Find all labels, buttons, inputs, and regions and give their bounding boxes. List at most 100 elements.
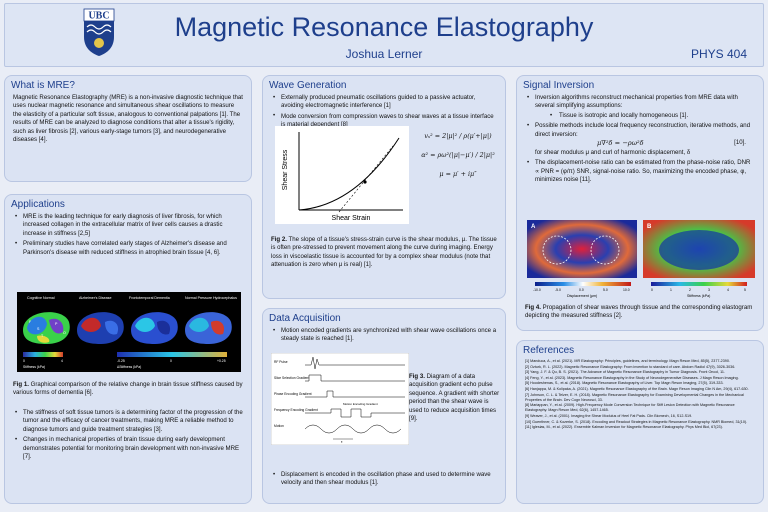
application-bullet: Changes in mechanical properties of brai… [13,436,244,461]
stiff-tick: 0 [651,288,653,292]
figure-1-caption: Fig 1. Graphical comparison of the relat… [13,381,243,397]
stress-strain-chart: Shear Stress Shear Strain [275,126,409,224]
poster-header: UBC Magnetic Resonance Elastography Josh… [4,3,764,67]
panel-letter: B [647,224,652,230]
colorbar-tick: 0 [170,359,172,363]
inversion-bullet: Possible methods include local frequency… [525,122,756,157]
application-bullet: Preliminary studies have correlated earl… [13,240,244,257]
reference-item: [11] Iglesias, M., et al. (2022). Ensemb… [525,425,723,430]
tau-label: τ [341,439,343,444]
y-axis-label: Shear Stress [282,149,289,190]
seq-label: Phase Encoding Gradient [274,392,312,396]
figure-3-caption: Fig 3. Diagram of a data acquisition gra… [409,373,500,423]
region-letter: F [29,320,32,324]
seq-label: RF Pulse [274,360,288,364]
disp-tick: 10.0 [623,288,630,292]
figure-2-caption: Fig 2. The slope of a tissue's stress-st… [271,236,497,269]
reference-item: [5] Hoodeshenas, S., et al. (2018). Magn… [525,381,724,386]
stress-strain-curve [298,137,400,211]
section-heading: References [523,345,575,356]
equation-ref: [10]. [734,139,746,147]
figure-4-caption: Fig 4. Propagation of shear waves throug… [525,304,753,320]
reference-item: [9] Weaver, J., et al. (2001). Imaging t… [525,414,693,419]
stiff-tick: 3 [708,288,710,292]
acquisition-bullet: Motion encoded gradients are synchronize… [271,327,498,344]
figure-label: Normal Pressure Hydrocephalus [185,296,237,300]
what-is-mre-panel: What is MRE? Magnetic Resonance Elastogr… [4,75,252,182]
reference-item: [2] Ozturk, R. L. (2022). Magnetic Reson… [525,364,736,369]
signal-inversion-panel: Signal Inversion Inversion algorithms re… [516,75,764,331]
operating-point [363,180,367,184]
colorbar-tick: 0 [23,359,25,363]
disp-tick: -10.0 [533,288,541,292]
velocity-equation: vₛ² = 2|μ|² / ρ(μ′+|μ|) [424,132,492,140]
colorbar-label: ΔStiffness (kPa) [117,365,141,369]
poster-title: Magnetic Resonance Elastography [174,12,594,42]
wave-equations: vₛ² = 2|μ|² / ρ(μ′+|μ|) α² = ρω²(|μ|−μ′)… [413,132,503,189]
application-bullet: The stiffness of soft tissue tumors is a… [13,408,244,434]
wave-generation-panel: Wave Generation Externally produced pneu… [262,75,506,299]
reference-item: [6] Hanjappa, M. & Kolipaka, A. (2021). … [525,387,749,392]
section-heading: Data Acquisition [269,313,341,324]
poster-author: Joshua Lerner [345,47,423,61]
acquisition-bullet: Displacement is encoded in the oscillati… [271,471,498,488]
inversion-bullet: Inversion algorithms reconstruct mechani… [525,93,756,121]
mre-description: Magnetic Resonance Elastography (MRE) is… [13,94,243,144]
wave-bullet: Externally produced pneumatic oscillatio… [271,94,498,111]
data-acquisition-panel: Data Acquisition Motion encoded gradient… [262,308,506,504]
rf-trace [305,356,405,370]
section-heading: Signal Inversion [523,80,595,91]
stiff-label: Stiffness (kPa) [687,294,710,298]
panel-letter: A [531,224,536,230]
x-axis-label: Shear Strain [332,215,371,222]
disp-tick: 5.0 [603,288,608,292]
reference-item: [7] Johnson, C. L. & Telzer, E. H. (2018… [525,392,744,402]
section-heading: Wave Generation [269,80,347,91]
stiff-tick: 4 [727,288,729,292]
reference-item: [1] Manduca, A., et al. (2021). MR Elast… [525,359,730,363]
references-list: [1] Manduca, A., et al. (2021). MR Elast… [517,357,763,430]
motion-trace [304,424,402,434]
frequency-trace [305,408,405,418]
reference-item: [4] Feng, Y., et al. (2023). Magnetic Re… [525,375,739,380]
section-heading: What is MRE? [11,80,75,91]
seq-annotation: Motion Encoding Gradient [343,402,378,406]
applications-panel: Applications MRE is the leading techniqu… [4,194,252,504]
modulus-equation: μ = μ′ + iμ″ [439,170,477,178]
reference-item: [3] Yang, J. F. & Qu, B. S. (2021). The … [525,370,725,375]
colorbar-label: Stiffness (kPa) [23,365,45,369]
phase-trace [305,390,405,398]
elastogram-figure: A B -10.0 -5.0 0.0 5.0 10.0 Displacement… [527,220,755,298]
figure-label: Frontotemporal Dementia [129,296,170,300]
reference-item: [10] Guenthner, C. & Kozerke, S. (2018).… [525,419,748,424]
application-bullet: MRE is the leading technique for early d… [13,212,244,238]
stiff-tick: 1 [670,288,672,292]
inversion-sub-bullet: Tissue is isotropic and locally homogene… [535,112,756,121]
disp-tick: -5.0 [555,288,561,292]
stiff-tick: 2 [689,288,691,292]
region-letter: P [55,322,58,326]
inversion-equation: μ∇²δ = −ρω²δ [597,139,644,148]
ubc-logo-icon: UBC [83,8,115,56]
section-heading: Applications [11,199,65,210]
svg-text:UBC: UBC [88,11,109,22]
seq-label: Frequency Encoding Gradient [274,408,318,412]
attenuation-equation: α² = ρω²(|μ|−μ′) / 2|μ|² [421,151,495,159]
reference-item: [8] Mariappan, Y., et al. (2009). High-F… [525,403,735,413]
colorbar-tick: 4 [61,359,63,363]
figure-label: Cognitive Normal [27,296,55,300]
course-code: PHYS 404 [690,47,747,61]
stiff-tick: 5 [744,288,746,292]
disp-label: Displacement (μm) [567,294,597,298]
inversion-bullet: The displacement-noise ratio can be esti… [525,159,756,184]
region-letter: T [41,334,44,338]
colorbar-tick: +0.25 [217,359,226,363]
region-letter: S [37,327,40,331]
disp-tick: 0.0 [579,288,584,292]
figure-label: Alzheimer's Disease [79,296,111,300]
wave-bullet: Mode conversion from compression waves t… [271,112,498,130]
pulse-sequence-diagram: RF Pulse Slice Selection Gradient Phase … [271,353,409,445]
references-panel: References [1] Manduca, A., et al. (2021… [516,340,764,504]
seq-label: Slice Selection Gradient [274,376,309,380]
region-letter: O [63,331,66,335]
